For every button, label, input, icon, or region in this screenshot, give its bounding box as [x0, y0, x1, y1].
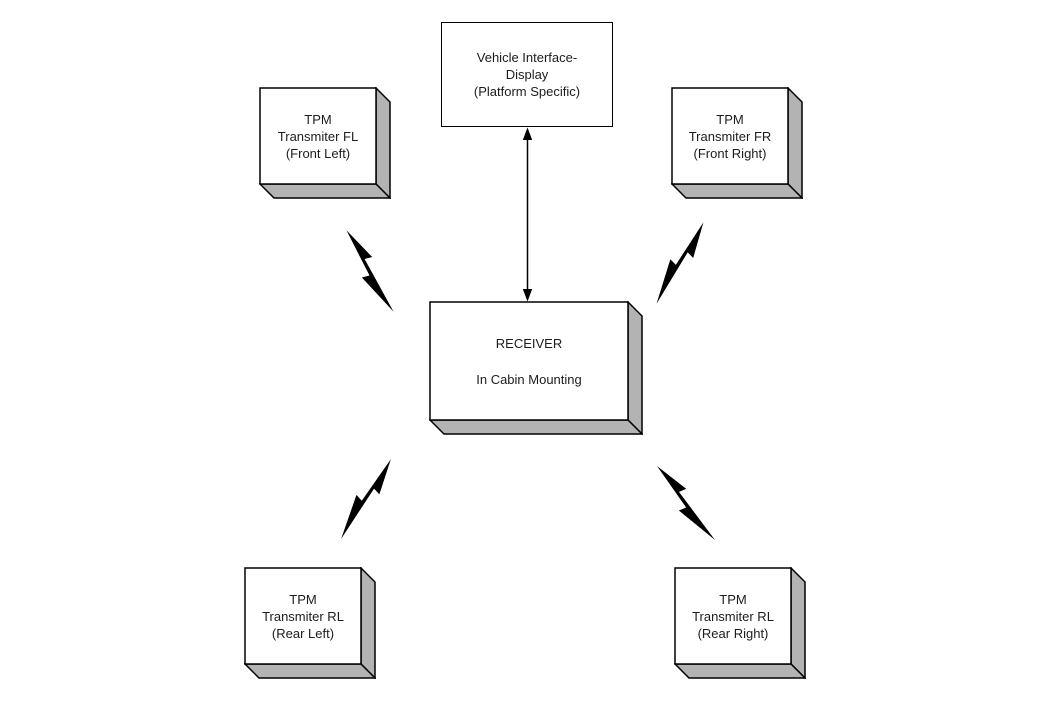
box-right-face — [787, 87, 803, 199]
node-label-line: Display — [505, 67, 549, 82]
node-tpm-transmitter-fr: TPM Transmiter FR (Front Right) — [671, 87, 803, 199]
node-label-line: Vehicle Interface- — [476, 50, 578, 65]
node-label-line: Transmiter FR — [688, 128, 772, 144]
lightning-bolt-shape — [346, 230, 394, 312]
lightning-bolt-icon — [341, 459, 391, 539]
box-right-face — [360, 567, 376, 679]
node-label: TPM Transmiter RL (Rear Left) — [245, 568, 361, 664]
lightning-bolt-icon — [656, 222, 704, 304]
box-3d-shape — [244, 567, 376, 679]
box-front-face — [671, 87, 789, 185]
node-tpm-transmitter-rl: TPM Transmiter RL (Rear Left) — [244, 567, 376, 679]
box-front-face — [674, 567, 792, 665]
arrowhead-down-icon — [522, 289, 533, 302]
box-right-face — [627, 301, 643, 435]
box-right-face — [375, 87, 391, 199]
node-label-line: (Rear Left) — [271, 625, 335, 641]
node-label: TPM Transmiter RL (Rear Right) — [675, 568, 791, 664]
node-label-line: TPM — [719, 591, 747, 607]
node-vehicle-interface-display: Vehicle Interface- Display (Platform Spe… — [441, 22, 613, 127]
box-3d-shape — [259, 87, 391, 199]
lightning-bolt-icon — [656, 465, 716, 541]
node-tpm-transmitter-fl: TPM Transmiter FL (Front Left) — [259, 87, 391, 199]
box-bottom-face — [671, 183, 803, 199]
node-label-line: Transmiter FL — [277, 128, 359, 144]
node-label: RECEIVER In Cabin Mounting — [430, 302, 628, 420]
lightning-bolt-shape — [341, 459, 391, 539]
node-receiver: RECEIVER In Cabin Mounting — [429, 301, 643, 435]
node-label-line: RECEIVER — [495, 335, 563, 351]
box-bottom-face — [259, 183, 391, 199]
node-label-line: Transmiter RL — [692, 608, 774, 624]
node-label-line: (Front Left) — [285, 145, 351, 161]
box-bottom-face — [429, 419, 643, 435]
box-bottom-face — [674, 663, 806, 679]
lightning-bolt-shape — [656, 465, 716, 541]
node-label-line: TPM — [716, 111, 744, 127]
node-label: TPM Transmiter FL (Front Left) — [260, 88, 376, 184]
box-front-face — [259, 87, 377, 185]
node-label-line: (Platform Specific) — [473, 84, 581, 99]
node-label-line: In Cabin Mounting — [476, 371, 582, 387]
node-label-line: TPM — [304, 111, 332, 127]
node-tpm-transmitter-rr: TPM Transmiter RL (Rear Right) — [674, 567, 806, 679]
lightning-bolt-icon — [346, 230, 394, 312]
box-bottom-face — [244, 663, 376, 679]
box-3d-shape — [429, 301, 643, 435]
lightning-bolt-shape — [656, 222, 704, 304]
node-label-line: (Rear Right) — [697, 625, 769, 641]
box-front-face — [244, 567, 362, 665]
node-label-line: (Front Right) — [693, 145, 767, 161]
arrowhead-up-icon — [522, 127, 533, 140]
bidirectional-arrow — [522, 127, 533, 302]
node-label: Vehicle Interface- Display (Platform Spe… — [442, 23, 612, 126]
box-3d-shape — [671, 87, 803, 199]
node-label: TPM Transmiter FR (Front Right) — [672, 88, 788, 184]
box-3d-shape — [674, 567, 806, 679]
box-right-face — [790, 567, 806, 679]
node-label-line: Transmiter RL — [262, 608, 344, 624]
box-front-face — [429, 301, 629, 421]
node-label-line: TPM — [289, 591, 317, 607]
